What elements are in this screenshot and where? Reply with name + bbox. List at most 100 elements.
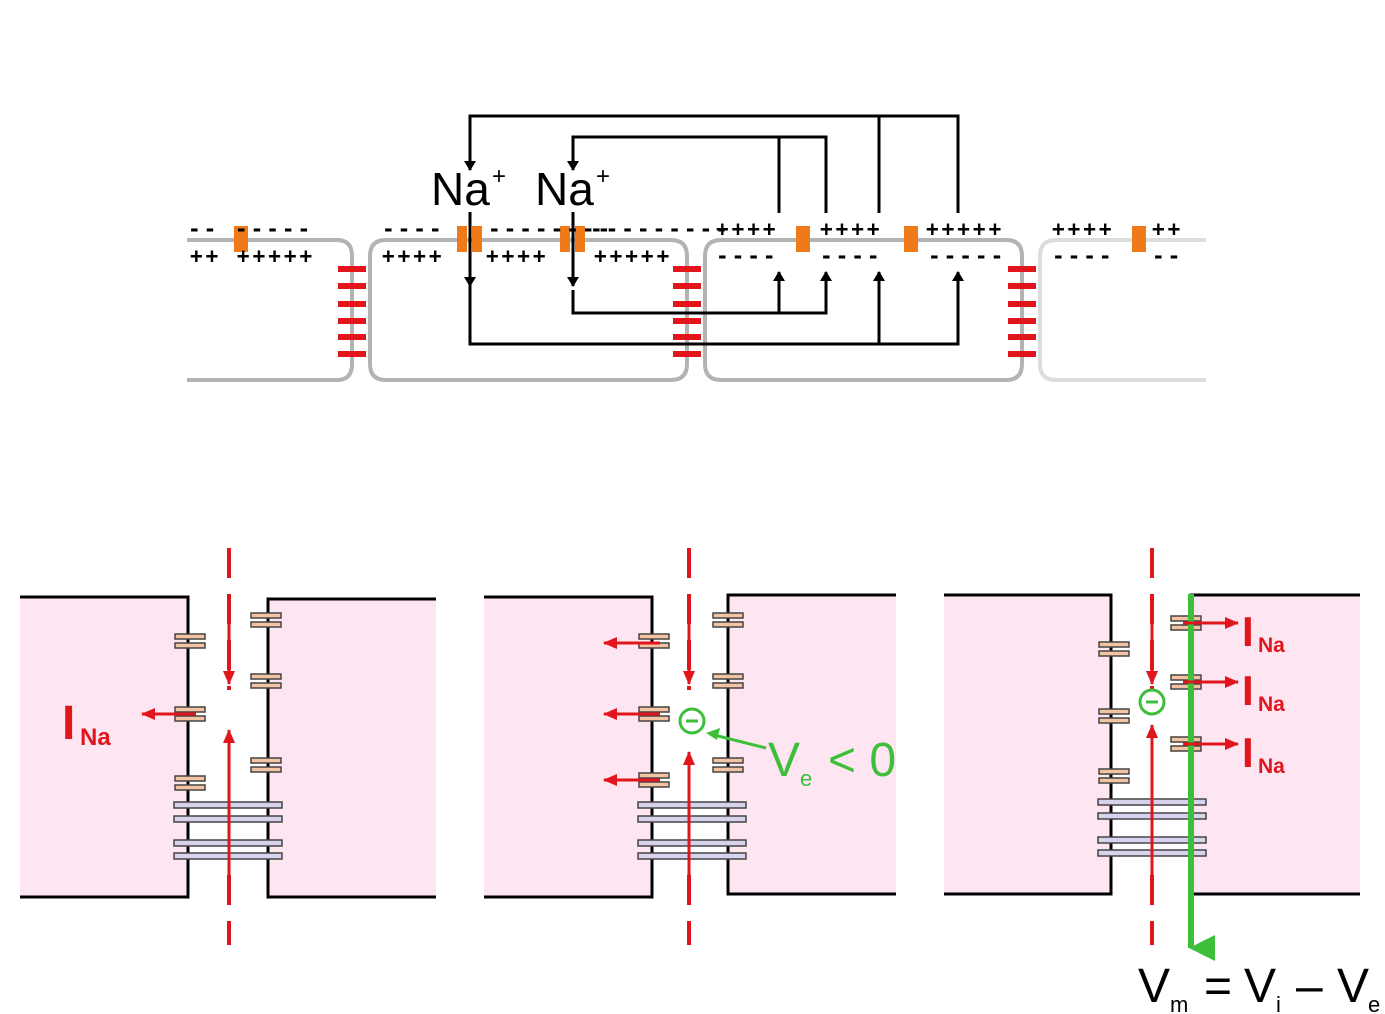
sodium-channel [712,757,744,764]
inner-signs-cell2a: ++++ [382,244,445,268]
sodium-channel [1142,226,1146,252]
top-fiber-diagram: -- ----- ---- -------- --------- ++++ ++… [187,114,1206,382]
inner-signs-cell2c: +++++ [594,244,672,268]
gap-junction-bar [338,318,366,324]
panel-3-current-symbol-2: I [1242,667,1254,714]
sodium-channel [1170,674,1202,681]
cell-4-membrane [1038,238,1206,382]
sodium-channel [638,715,670,722]
sodium-channel [575,226,585,252]
sodium-channel [712,621,744,628]
inner-signs-cell3b: ---- [820,244,883,268]
inner-signs-cell4a: ---- [1052,244,1115,268]
sodium-channel [174,775,206,782]
gap-junction-bar [338,266,366,272]
inner-signs-cell4b: -- [1152,244,1183,268]
outer-current-loop-top [464,114,960,213]
sodium-channel [712,766,744,773]
panel-2-pointer-arrow [709,732,767,750]
sodium-channel [914,226,918,252]
cell-3-membrane [703,238,1024,382]
sodium-channel [1098,650,1130,657]
sodium-channel [174,784,206,791]
local-current-loops [464,114,964,346]
sodium-channel [250,766,282,773]
na-label-2: Na [535,163,594,215]
panel-2-channels [637,612,747,860]
panel-3-current-label-1: I Na [1242,608,1285,657]
outer-current-loop-bottom [468,271,964,346]
panel-2-left-cell [484,595,654,899]
gap-junction-bar [673,301,701,307]
eq-equals: = [1204,960,1232,1013]
ve-relation: < 0 [828,734,896,787]
outer-signs-cell1: -- ----- [188,217,313,241]
sodium-channel [472,226,482,252]
eq-vi-sub: i [1276,992,1281,1014]
cell-membranes [187,238,1206,382]
gap-junction-bar [338,351,366,357]
gap-junction-plate [637,839,747,847]
gap-junction-bar [1008,301,1036,307]
sodium-channel [638,706,670,713]
outer-charge-signs: -- ----- ---- -------- --------- ++++ ++… [188,217,1183,241]
gap-junction-bar [673,266,701,272]
sodium-channel [1098,768,1130,775]
panel-3-current-subscript-1: Na [1258,634,1285,657]
panel-1-cleft: I Na [20,548,436,945]
outer-signs-cell4b: ++ [1152,217,1183,241]
sodium-channel [638,633,670,640]
sodium-channel [1098,641,1130,648]
gap-junction-bar [673,351,701,357]
panel-3-current-symbol-1: I [1242,608,1254,655]
sodium-channel [796,226,806,252]
inner-signs-cell1: ++ +++++ [190,244,315,268]
sodium-channel [1132,226,1142,252]
panel-1-current-label: I Na [62,697,111,751]
membrane-potential-equation: V m = V i – V e [1138,960,1380,1014]
extracellular-potential-label: V e < 0 [768,734,896,791]
outer-signs-cell2a: ---- [382,217,445,241]
panel-3-current-symbol-3: I [1242,729,1254,776]
na-charge-1: + [492,163,506,190]
sodium-channel [174,715,206,722]
sodium-channel [712,682,744,689]
na-label-1: Na [431,163,490,215]
sodium-channel [1170,745,1202,752]
ve-symbol: V [768,734,800,787]
gap-junction-bar [1008,283,1036,289]
sodium-channel [1170,615,1202,622]
panel-3-cleft: I Na I Na I Na V m = V i – V e [944,548,1380,1014]
inner-current-loop-bottom [571,271,832,315]
sodium-channel [560,226,570,252]
sodium-channel [1098,708,1130,715]
sodium-channel [806,226,810,252]
inner-signs-cell3c: ----- [928,244,1006,268]
cell-1-membrane [187,238,354,382]
sodium-channel [234,226,244,252]
panel-2-charge-circle [678,707,706,735]
eq-vm: V [1138,960,1170,1013]
sodium-channel [174,633,206,640]
sodium-channel [712,612,744,619]
outer-signs-cell2c: --------- [590,217,731,241]
gap-junction-bar [1008,318,1036,324]
gap-junction-bar [338,283,366,289]
panel-1-left-cell [20,595,190,899]
panel-3-current-subscript-2: Na [1258,693,1285,716]
panel-3-charge-circle [1138,688,1166,716]
gap-junction-bar [1008,334,1036,340]
sodium-ion-label-2: Na + [535,163,610,215]
sodium-channel [174,642,206,649]
ve-subscript: e [800,766,812,791]
gap-junction-groups [338,266,1036,357]
sodium-channel [1170,736,1202,743]
gap-junction-bar [673,334,701,340]
panel-2-negative-charge [678,707,706,735]
panel-2-pointer-head [706,728,720,740]
sodium-channel [1098,717,1130,724]
sodium-channel [904,226,914,252]
sodium-channel [250,673,282,680]
sodium-channel [457,226,467,252]
